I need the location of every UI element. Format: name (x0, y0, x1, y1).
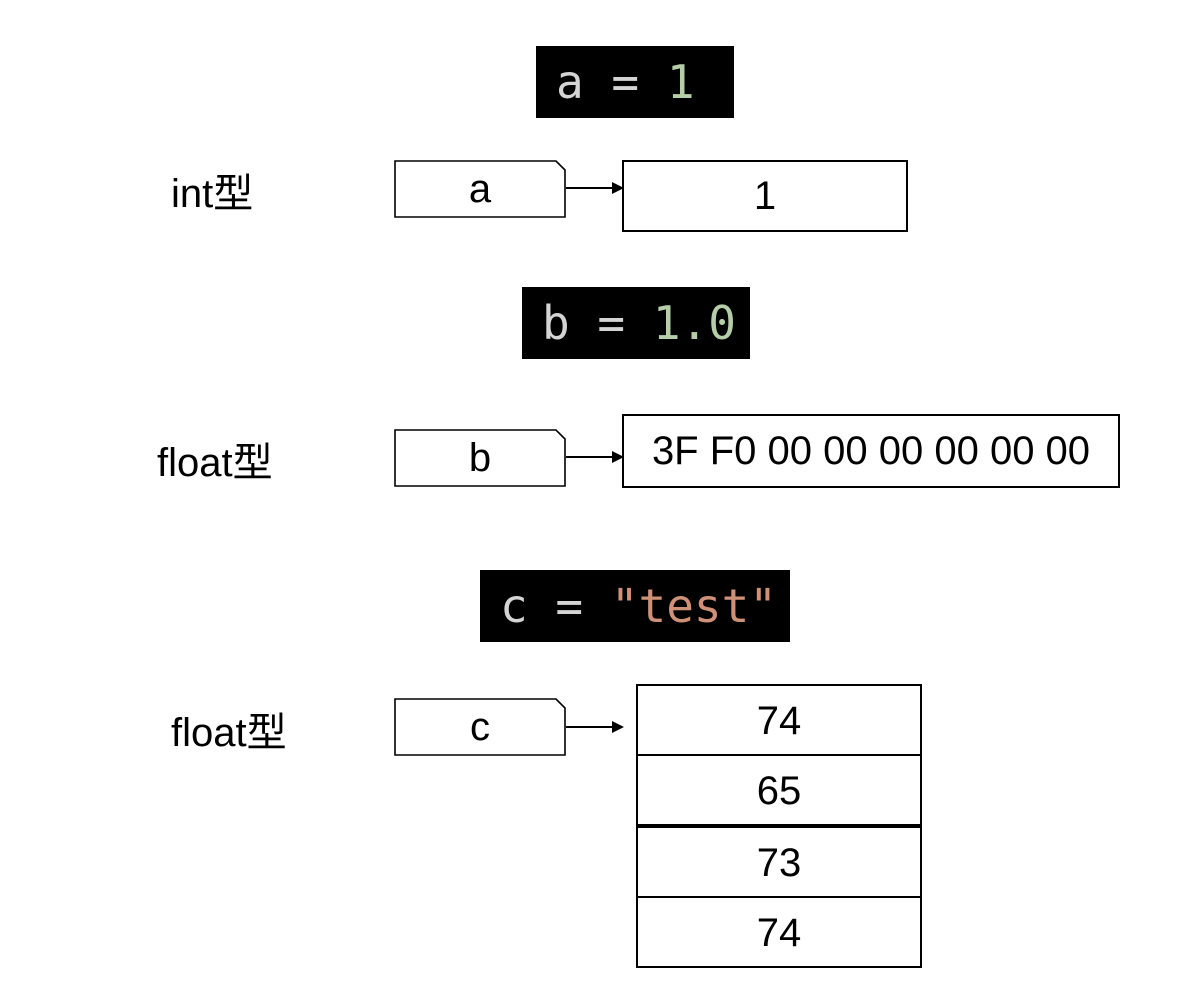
memory-cell: 65 (636, 754, 922, 826)
variable-tag-icon (394, 160, 566, 218)
code-var-name: b (542, 296, 570, 350)
type-label-float-string: float型 (171, 711, 287, 755)
code-snippet-b: b = 1.0 (522, 287, 750, 359)
variable-tag-icon (394, 429, 566, 487)
memory-value: 1 (753, 174, 777, 218)
variable-tag-a: a (394, 160, 566, 218)
memory-byte: 65 (756, 769, 802, 813)
variable-name: a (468, 167, 492, 211)
arrow-right-icon (566, 182, 624, 194)
code-value-literal: 1 (666, 55, 695, 109)
variable-name: c (470, 705, 490, 749)
variable-name: b (468, 436, 492, 480)
memory-box-b: 3F F0 00 00 00 00 00 00 (622, 414, 1120, 488)
memory-cell: 74 (636, 684, 922, 756)
code-var-name: c (500, 579, 528, 633)
memory-value: 3F F0 00 00 00 00 00 00 (651, 429, 1091, 473)
memory-box-a: 1 (622, 160, 908, 232)
memory-byte: 74 (756, 911, 802, 955)
memory-cell: 74 (636, 896, 922, 968)
code-snippet-a: a = 1 (536, 46, 734, 118)
arrow-right-icon (566, 721, 624, 733)
type-label-int: int型 (171, 172, 254, 216)
code-operator: = (611, 55, 640, 109)
variable-tag-icon (394, 698, 566, 756)
code-snippet-c: c = "test" (480, 570, 790, 642)
variable-tag-c: c (394, 698, 566, 756)
memory-byte: 74 (756, 699, 802, 743)
type-label-float: float型 (157, 441, 273, 485)
code-operator: = (555, 579, 584, 633)
arrow-right-icon (566, 451, 624, 463)
code-var-name: a (556, 55, 584, 109)
memory-cell: 73 (636, 826, 922, 898)
memory-byte: 73 (756, 841, 802, 885)
code-operator: = (597, 296, 626, 350)
code-value-literal: 1.0 (652, 296, 736, 350)
variable-tag-b: b (394, 429, 566, 487)
code-value-literal: "test" (610, 579, 777, 633)
